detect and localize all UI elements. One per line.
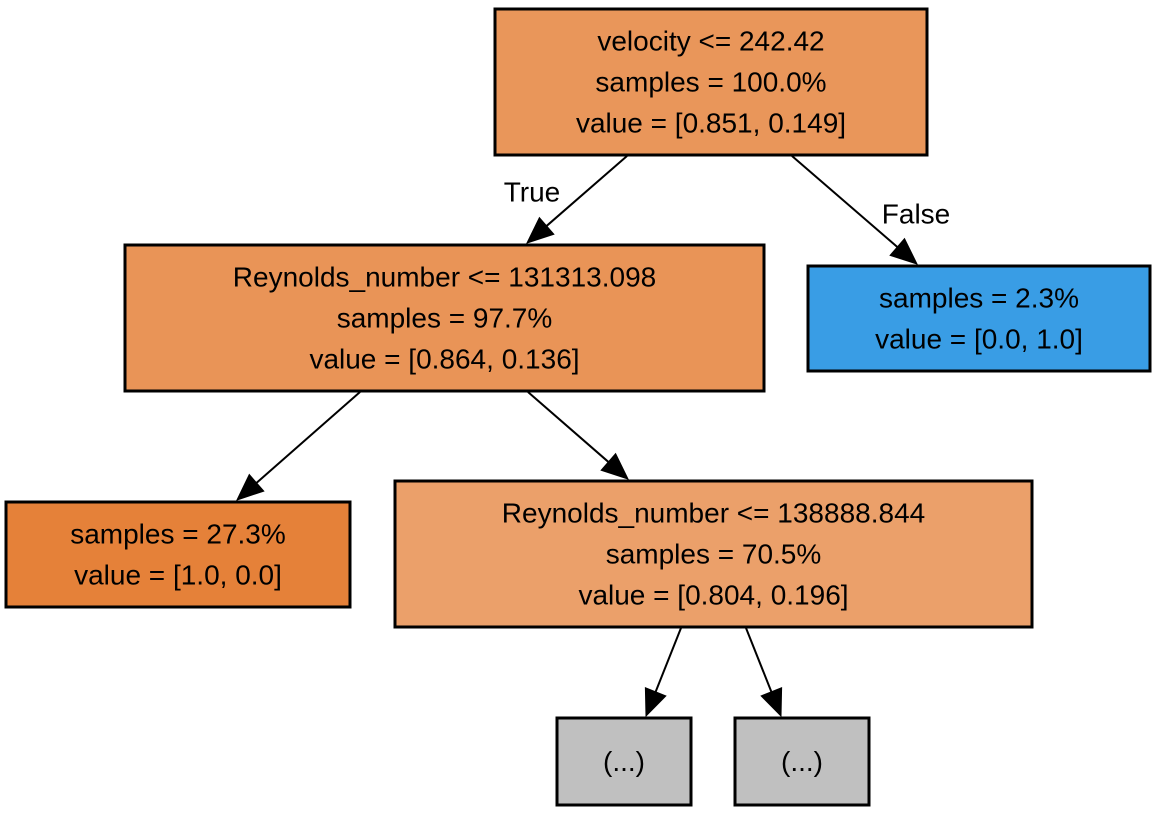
node-box	[493, 7, 929, 157]
node-text-line: velocity <= 242.42	[597, 26, 824, 57]
node-box	[123, 243, 766, 393]
arrow-head-icon	[526, 216, 555, 244]
node-text-line: samples = 97.7%	[337, 303, 553, 334]
edge-line	[791, 155, 898, 248]
tree-edge	[745, 627, 783, 718]
node-text-line: value = [0.864, 0.136]	[309, 344, 579, 375]
tree-edge	[644, 627, 682, 718]
edge-line	[654, 627, 682, 693]
node-box	[806, 264, 1152, 373]
tree-edge	[527, 391, 629, 480]
tree-node-reynolds-1: Reynolds_number <= 131313.098 samples = 9…	[123, 243, 766, 393]
tree-node-root: velocity <= 242.42 samples = 100.0% value …	[493, 7, 929, 157]
tree-node-reynolds-2: Reynolds_number <= 138888.844 samples = 7…	[393, 479, 1034, 629]
node-box	[393, 479, 1034, 629]
node-text-line: value = [0.851, 0.149]	[576, 108, 846, 139]
edge-label-true: True	[504, 177, 561, 208]
tree-edge: False	[791, 155, 950, 265]
nodes: velocity <= 242.42 samples = 100.0% value …	[4, 7, 1152, 807]
tree-node-truncated-right: (...)	[733, 716, 871, 807]
node-text-line: Reynolds_number <= 131313.098	[233, 262, 656, 293]
edge-line	[527, 391, 610, 463]
tree-edge	[236, 391, 361, 501]
tree-node-truncated-left: (...)	[555, 716, 693, 807]
edge-line	[255, 391, 361, 484]
node-text-line: samples = 100.0%	[595, 67, 826, 98]
edge-line	[545, 155, 628, 227]
node-text-line: Reynolds_number <= 138888.844	[502, 498, 925, 529]
node-text-line: samples = 27.3%	[70, 519, 286, 550]
node-text-line: samples = 70.5%	[606, 539, 822, 570]
arrow-head-icon	[644, 687, 667, 718]
arrow-head-icon	[600, 452, 629, 480]
node-box	[4, 500, 352, 609]
node-text-line: value = [0.0, 1.0]	[875, 324, 1083, 355]
arrow-head-icon	[889, 237, 918, 265]
node-text-line: value = [0.804, 0.196]	[578, 580, 848, 611]
node-text-line: (...)	[603, 746, 645, 777]
node-box	[555, 716, 693, 807]
node-text-line: value = [1.0, 0.0]	[74, 560, 282, 591]
node-text-line: samples = 2.3%	[879, 283, 1079, 314]
node-text-line: (...)	[781, 746, 823, 777]
tree-node-leaf-pure: samples = 27.3% value = [1.0, 0.0]	[4, 500, 352, 609]
edge-line	[745, 627, 773, 693]
arrow-head-icon	[236, 473, 265, 501]
edge-label-false: False	[882, 199, 950, 230]
node-box	[733, 716, 871, 807]
tree-node-leaf-false: samples = 2.3% value = [0.0, 1.0]	[806, 264, 1152, 373]
arrow-head-icon	[760, 687, 783, 718]
tree-edge: True	[504, 155, 628, 244]
